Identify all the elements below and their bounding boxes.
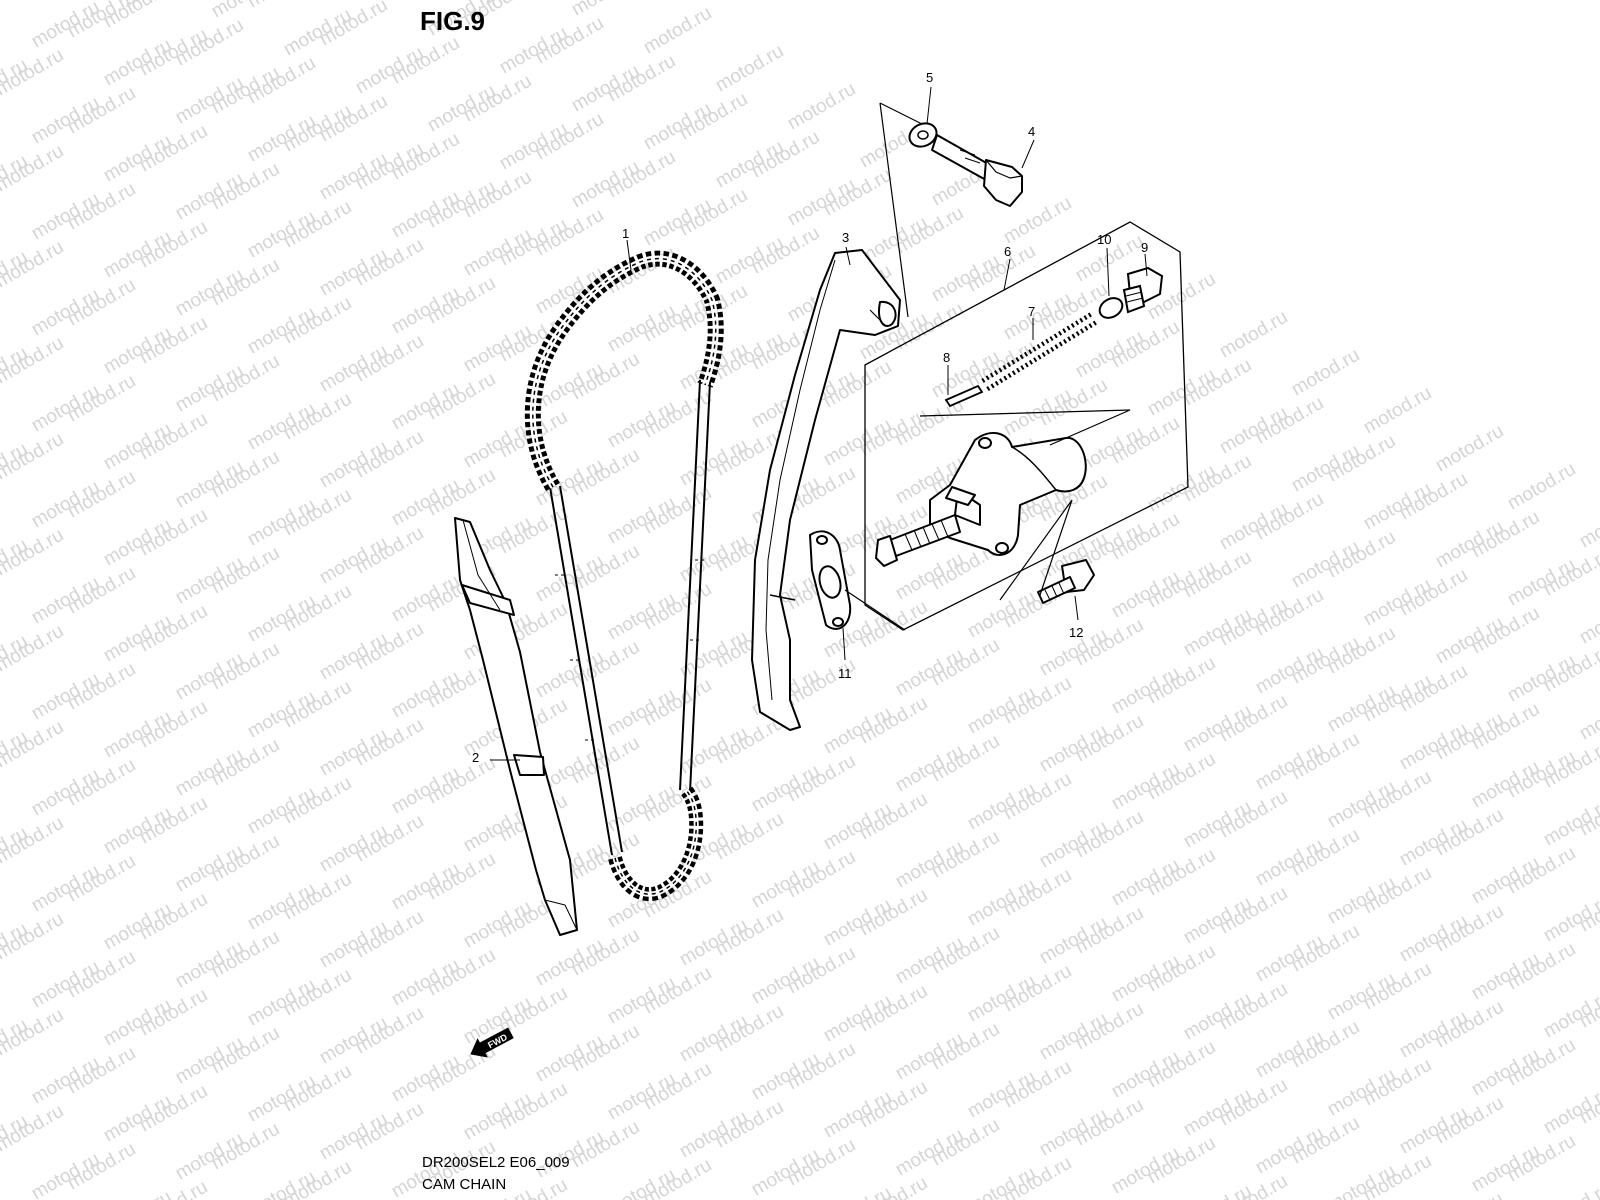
- diagram-code: DR200SEL2 E06_009: [422, 1154, 570, 1171]
- tensioner-leaders: [844, 409, 1131, 631]
- tensioner-panel: [864, 221, 1189, 631]
- cam-chain-guide-front: [454, 517, 578, 936]
- watermark-text: motod.ru: [244, 0, 319, 12]
- watermark-text: motod.ru: [352, 0, 427, 2]
- callout-2: 2: [472, 750, 479, 765]
- watermark-text: motod.ru: [1576, 497, 1600, 553]
- callout-5: 5: [926, 70, 933, 85]
- tensioner-body: [875, 431, 1087, 567]
- o-ring: [1098, 297, 1124, 319]
- washer: [908, 122, 938, 148]
- watermark-text: motod.ru: [1288, 345, 1363, 401]
- callout-4: 4: [1028, 124, 1035, 139]
- watermark-text: motod.ru: [1540, 1083, 1600, 1139]
- watermark-text: motod.ru: [1432, 421, 1507, 477]
- diagram-caption: CAM CHAIN: [422, 1176, 507, 1193]
- gasket: [808, 530, 852, 630]
- callout-3: 3: [842, 230, 849, 245]
- spring: [981, 312, 1098, 391]
- callout-leaders: [490, 86, 1148, 761]
- figure-title: FIG.9: [420, 6, 486, 36]
- watermark-text: motod.ru: [100, 1187, 175, 1200]
- cam-chain-guide-rear: [751, 249, 901, 731]
- watermark-text: motod.ru: [1576, 689, 1600, 745]
- watermark-text: motod.ru: [1540, 987, 1600, 1043]
- watermark-text: motod.ru: [208, 0, 283, 22]
- watermark-text: motod.ru: [1216, 307, 1291, 363]
- watermark-text: motod.ru: [820, 1183, 895, 1200]
- guide-bolt-leader: [869, 102, 923, 321]
- cam-chain: [524, 250, 724, 902]
- watermark-text: motod.ru: [1432, 1189, 1507, 1200]
- callout-10: 10: [1097, 232, 1111, 247]
- watermark-text: motod.ru: [1180, 1181, 1255, 1200]
- plug: [1122, 266, 1164, 314]
- watermark-text: motod.ru: [1540, 891, 1600, 947]
- callout-1: 1: [622, 226, 629, 241]
- watermark-text: motod.ru: [784, 79, 859, 135]
- watermark-text: motod.ru: [712, 41, 787, 97]
- callout-8: 8: [943, 350, 950, 365]
- callout-11: 11: [838, 666, 852, 681]
- callout-12: 12: [1069, 625, 1083, 640]
- watermark-text: motod.ru: [640, 3, 715, 59]
- watermark-text: motod.ru: [0, 0, 67, 4]
- watermark-text: motod.ru: [1540, 1179, 1600, 1200]
- callout-7: 7: [1028, 304, 1035, 319]
- watermark-text: motod.ru: [1576, 593, 1600, 649]
- watermark-text: motod.ru: [568, 0, 643, 20]
- watermark-text: motod.ru: [1360, 383, 1435, 439]
- watermark-text: motod.ru: [1540, 795, 1600, 851]
- watermark-text: motod.ru: [1504, 459, 1579, 515]
- pin: [944, 384, 984, 408]
- tensioner-bolt: [1037, 559, 1095, 604]
- guide-bolt: [931, 134, 1023, 207]
- callout-6: 6: [1004, 244, 1011, 259]
- callout-9: 9: [1141, 240, 1148, 255]
